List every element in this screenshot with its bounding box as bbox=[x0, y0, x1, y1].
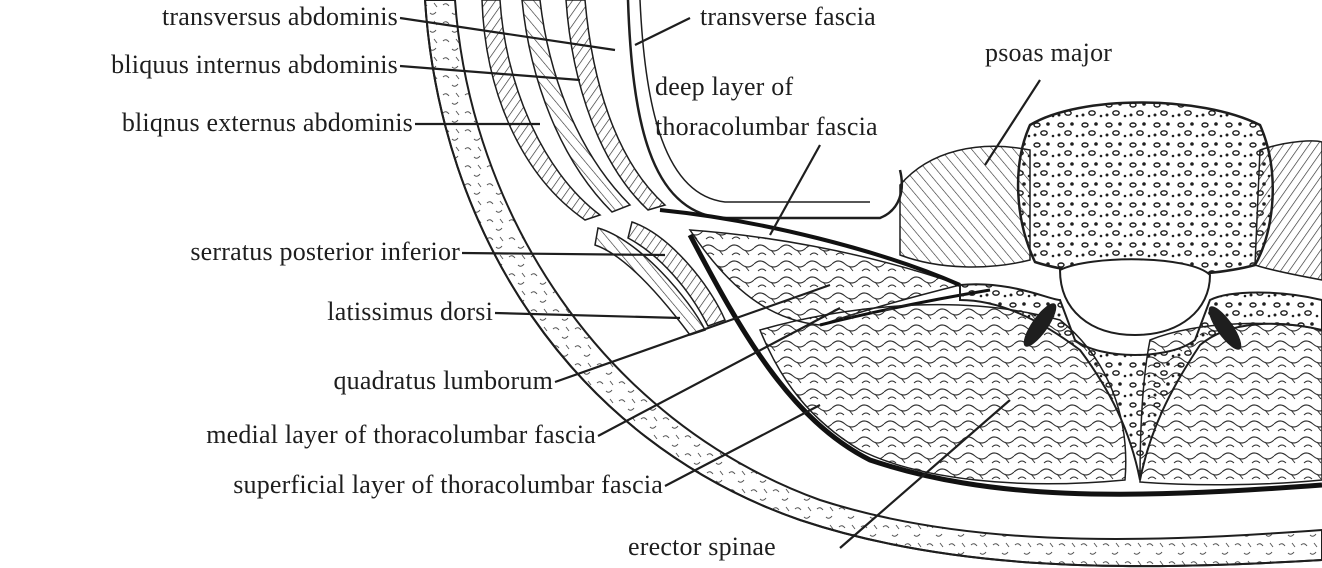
leader-deep-layer bbox=[770, 145, 820, 235]
label-psoas-major: psoas major bbox=[985, 38, 1112, 68]
label-transverse-fascia: transverse fascia bbox=[700, 2, 876, 32]
vertebral-body bbox=[1018, 103, 1273, 276]
label-obliquus-internus: bliquus internus abdominis bbox=[111, 50, 398, 80]
label-transversus-abdominis: transversus abdominis bbox=[162, 2, 398, 32]
transverse-fascia-line bbox=[628, 0, 902, 218]
label-superficial-layer: superficial layer of thoracolumbar fasci… bbox=[233, 470, 663, 500]
label-erector-spinae: erector spinae bbox=[628, 532, 776, 562]
label-obliquus-externus: bliqnus externus abdominis bbox=[122, 108, 413, 138]
label-deep-layer-line1: deep layer of bbox=[655, 72, 793, 102]
leader-transverse-fascia bbox=[635, 18, 690, 45]
erector-spinae-right-muscle bbox=[1140, 323, 1322, 484]
label-serratus-posterior-inferior: serratus posterior inferior bbox=[190, 237, 460, 267]
vertebral-canal bbox=[1060, 259, 1210, 335]
psoas-major-muscle bbox=[900, 146, 1030, 267]
label-medial-layer: medial layer of thoracolumbar fascia bbox=[206, 420, 596, 450]
label-deep-layer-line2: thoracolumbar fascia bbox=[655, 112, 878, 142]
label-latissimus-dorsi: latissimus dorsi bbox=[327, 297, 493, 327]
leader-latissimus bbox=[495, 313, 680, 318]
label-quadratus-lumborum: quadratus lumborum bbox=[333, 366, 553, 396]
transversus-abdominis-muscle bbox=[566, 0, 665, 210]
